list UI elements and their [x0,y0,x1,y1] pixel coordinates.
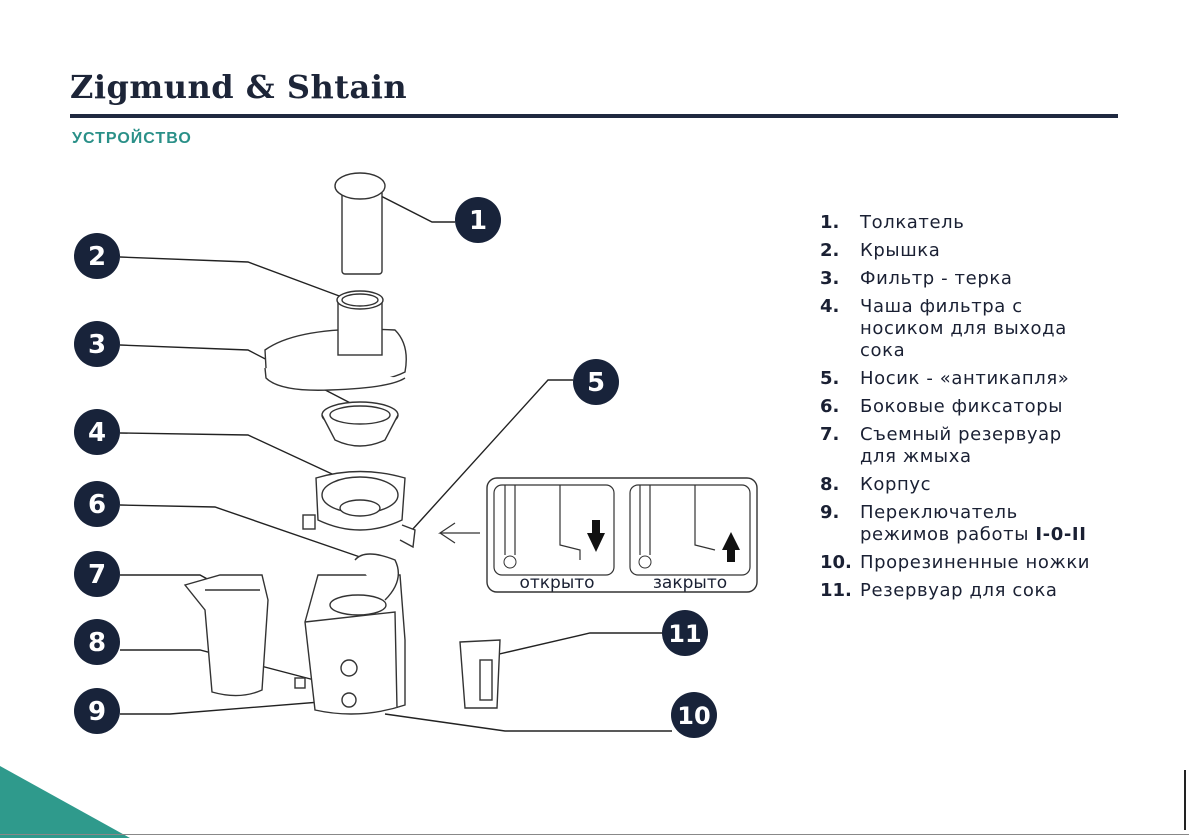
corner-accent [0,766,130,838]
motor-body-part [294,553,406,715]
callout-1: 1 [455,197,501,243]
callout-11: 11 [662,610,708,656]
legend-item: 2.Крышка [820,240,941,261]
legend-item: 3.Фильтр - терка [820,268,1013,289]
lock-open-label: открыто [519,573,594,593]
mode-switch-label: I-0-II [1035,524,1087,545]
legend-item: 11.Резервуар для сока [820,580,1058,601]
callout-8: 8 [74,619,120,665]
bottom-rule [0,834,1189,835]
filter-bowl-part [302,470,416,549]
legend-item: 1.Толкатель [820,212,965,233]
svg-text:10: 10 [677,702,710,730]
leader-lines [119,192,672,732]
callout-4: 4 [74,409,120,455]
crop-mark [1184,770,1186,830]
legend-item: 4.Чаша фильтра с носиком для выхода сока [820,296,1067,361]
lock-closed-label: закрыто [653,573,727,593]
callout-6: 6 [74,481,120,527]
brand-logo: Zigmund & Shtain [70,68,408,106]
parts-legend: 1.Толкатель 2.Крышка 3.Фильтр - терка 4.… [820,212,1100,608]
svg-text:7: 7 [88,560,106,590]
svg-text:8: 8 [88,628,106,658]
svg-text:3: 3 [88,330,106,360]
callout-5: 5 [573,359,619,405]
lid-part [264,290,407,391]
lock-inset: открыто закрыто [438,477,758,593]
legend-item: 6.Боковые фиксаторы [820,396,1064,417]
callout-9: 9 [74,688,120,734]
legend-item: 5.Носик - «антикапля» [820,368,1070,389]
callout-10: 10 [671,692,717,738]
callout-2: 2 [74,233,120,279]
callout-7: 7 [74,551,120,597]
pulp-container-part [183,574,269,697]
legend-item: 8.Корпус [820,474,932,495]
svg-text:2: 2 [88,242,106,272]
legend-item: 7.Съемный резервуар для жмыха [820,424,1062,467]
svg-text:11: 11 [668,620,701,648]
legend-item: 9.Переключатель режимов работы I-0-II [820,502,1087,545]
svg-text:1: 1 [469,206,487,236]
svg-text:5: 5 [587,368,605,398]
pusher-part [334,172,386,275]
legend-item: 10.Прорезиненные ножки [820,552,1091,573]
svg-text:9: 9 [88,697,106,727]
svg-text:6: 6 [88,490,106,520]
header-rule [70,114,1118,118]
callout-markers: 1 2 3 4 5 6 7 8 9 10 11 [74,197,717,738]
juice-jug-part [459,639,501,709]
svg-text:4: 4 [88,418,106,448]
section-title: УСТРОЙСТВО [72,130,192,147]
filter-part [321,401,399,447]
callout-3: 3 [74,321,120,367]
